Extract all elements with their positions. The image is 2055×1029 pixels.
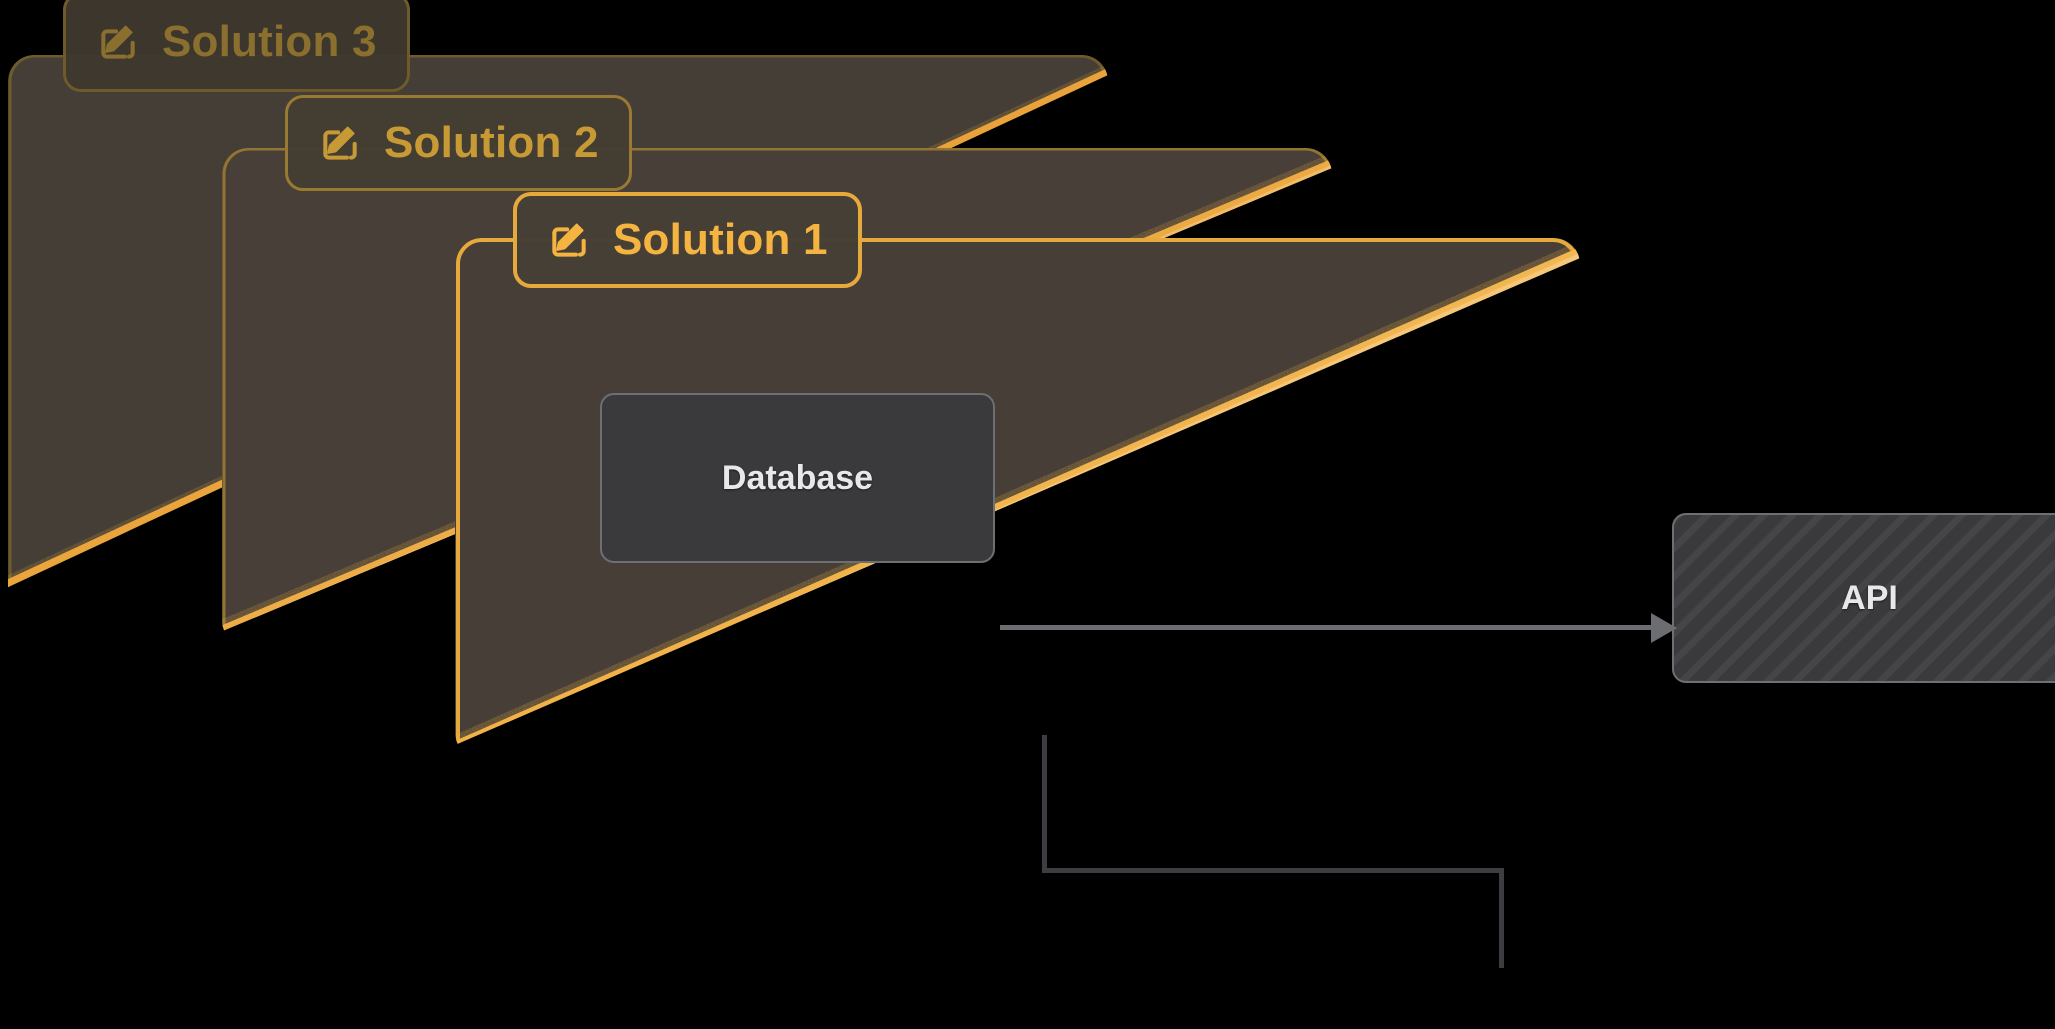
pencil-square-icon	[323, 126, 357, 160]
tab-solution-1[interactable]: Solution 1	[513, 192, 862, 288]
diagonal-stripe-pattern	[1674, 515, 2055, 681]
edge-database-elbow-horizontal	[1042, 868, 1504, 873]
edge-database-elbow-vertical	[1042, 735, 1047, 873]
edge-database-to-api-arrowhead	[1651, 613, 1677, 643]
pencil-square-icon	[101, 25, 135, 59]
node-database[interactable]: Database	[600, 393, 995, 563]
node-api[interactable]: API	[1672, 513, 2055, 683]
tab-solution-1-label: Solution 1	[613, 215, 828, 264]
node-database-label: Database	[721, 458, 874, 497]
tab-solution-2-label: Solution 2	[384, 118, 599, 167]
tab-solution-3-label: Solution 3	[162, 17, 377, 66]
pencil-square-icon	[552, 223, 586, 257]
tab-solution-2[interactable]: Solution 2	[285, 95, 632, 191]
edge-database-to-api-line	[1000, 625, 1660, 630]
tab-solution-3[interactable]: Solution 3	[63, 0, 410, 92]
solution-panel-1[interactable]: Database	[455, 238, 1580, 758]
edge-database-elbow-down	[1499, 868, 1504, 968]
node-api-label: API	[1841, 578, 1898, 617]
